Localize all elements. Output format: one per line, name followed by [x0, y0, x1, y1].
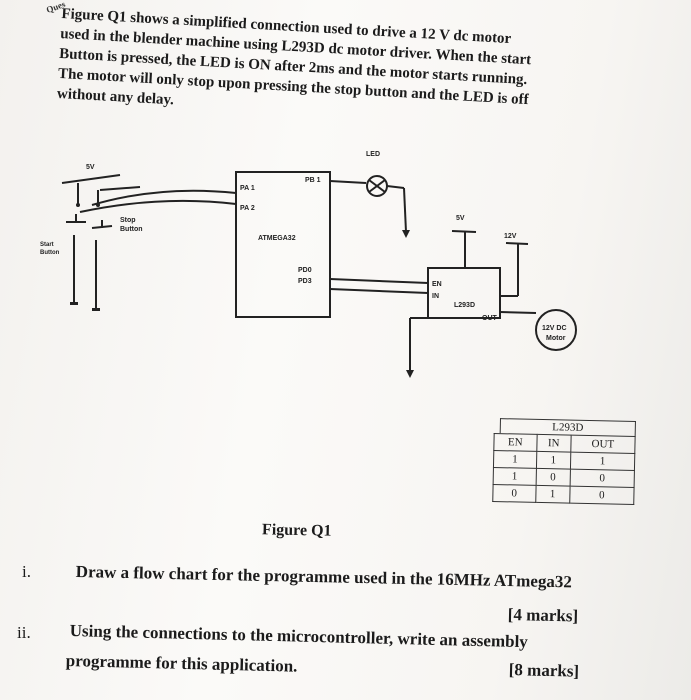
label-led: LED [366, 151, 380, 158]
question-ii-text-line-2: programme for this application. [65, 651, 298, 676]
question-ii-text-line-1: Using the connections to the microcontro… [69, 621, 529, 652]
label-5v-left: 5V [86, 164, 95, 171]
label-out: OUT [482, 315, 498, 322]
circuit-diagram: 5V LED Stop Button Start Button PA 1 PA … [40, 151, 577, 378]
label-start-2: Button [40, 250, 60, 256]
label-pd3: PD3 [298, 278, 312, 285]
table-cell: 0 [492, 484, 536, 503]
question-i-marks: [4 marks] [507, 605, 579, 626]
question-ii-number: ii. [17, 623, 31, 642]
label-start-1: Start [40, 242, 54, 248]
table-row: 0 1 0 [492, 484, 635, 505]
truth-table-header: EN [493, 433, 537, 452]
label-pb1: PB 1 [305, 177, 321, 184]
label-driver: L293D [454, 302, 475, 309]
table-cell: 0 [569, 469, 635, 488]
truth-table-header: OUT [570, 435, 636, 454]
figure-caption: Figure Q1 [261, 521, 332, 540]
label-pa2: PA 2 [240, 205, 255, 212]
label-stop-2: Button [120, 226, 143, 233]
table-cell: 0 [569, 486, 635, 505]
label-pa1: PA 1 [240, 185, 255, 192]
question-ii-marks: [8 marks] [508, 660, 580, 681]
label-motor-1: 12V DC [542, 325, 567, 332]
table-cell: 1 [536, 451, 571, 470]
label-motor-2: Motor [546, 335, 566, 342]
truth-table: L293D EN IN OUT 1 1 1 1 0 0 [492, 418, 636, 505]
label-pd0: PD0 [298, 267, 312, 274]
label-in: IN [432, 293, 439, 300]
table-cell: 1 [493, 467, 537, 486]
truth-table-header: IN [536, 434, 571, 453]
table-cell: 1 [570, 452, 635, 471]
question-i-number: i. [22, 562, 31, 581]
label-mcu: ATMEGA32 [258, 235, 296, 242]
table-cell: 1 [535, 485, 570, 504]
label-5v-driver: 5V [456, 215, 465, 222]
label-12v: 12V [504, 233, 517, 240]
label-en: EN [432, 281, 442, 288]
label-stop-1: Stop [120, 217, 136, 224]
table-cell: 1 [493, 450, 537, 469]
table-cell: 0 [535, 468, 571, 487]
question-i-text: Draw a flow chart for the programme used… [75, 562, 573, 592]
